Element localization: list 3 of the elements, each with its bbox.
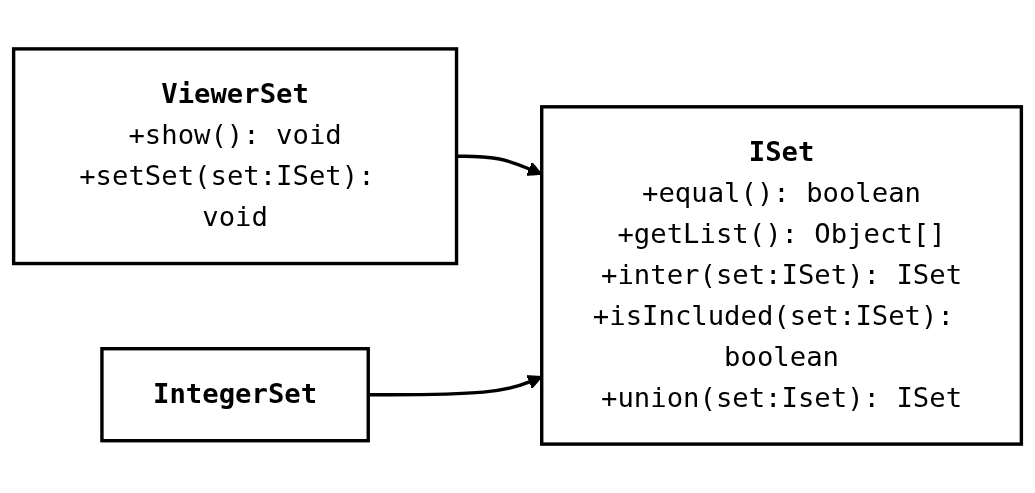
node-box: IntegerSet <box>100 347 370 443</box>
node-box: ViewerSet +show(): void +setSet(set:ISet): void <box>11 47 459 266</box>
node-box: ISet +equal(): boolean +getList(): Object[] +inter(set:ISet): ISet +isIncluded(set:ISet): boolean +union(set:Iset): ISet <box>540 105 1024 446</box>
